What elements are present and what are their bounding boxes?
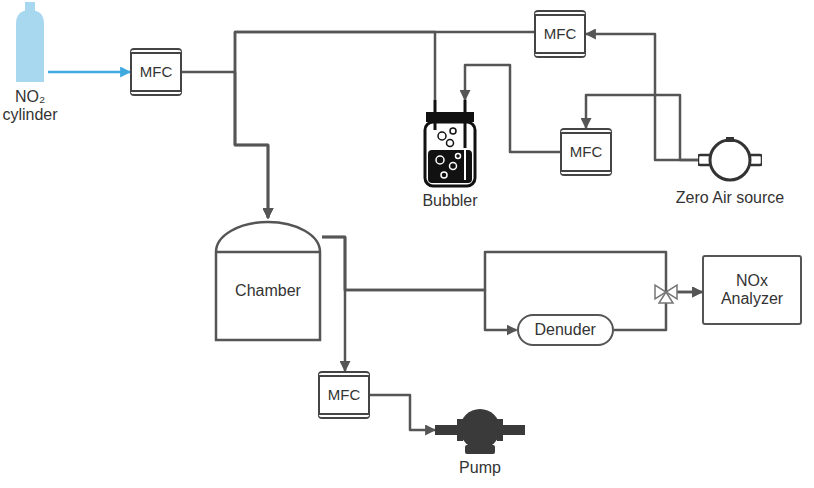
mass-flow-controller: MFC [560, 128, 612, 176]
reaction-chamber: Chamber [214, 218, 322, 342]
zero-air-source: Zero Air source [698, 135, 762, 185]
gas-line [322, 237, 702, 292]
node-label: MFC [570, 143, 603, 160]
node-label: Chamber [235, 282, 301, 300]
gas-line [235, 32, 435, 218]
gas-cylinder-icon [12, 2, 48, 84]
node-label: Denuder [535, 321, 596, 339]
pump-icon [435, 405, 525, 455]
node-label: MFC [328, 386, 361, 403]
gas-line [370, 395, 435, 430]
bubbler-icon [420, 100, 480, 188]
gas-cylinder: NO₂ cylinder [12, 2, 48, 84]
gas-line [465, 65, 560, 152]
mass-flow-controller: MFC [318, 371, 370, 419]
node-label: Zero Air source [676, 189, 784, 207]
pump: Pump [435, 405, 525, 455]
reaction-chamber-icon [214, 218, 322, 342]
analyzer-box: NOx Analyzer [702, 255, 802, 325]
node-label: Bubbler [422, 192, 477, 210]
node-label: NOx Analyzer [711, 272, 793, 309]
gas-line [322, 237, 345, 371]
zero-air-source-icon [698, 135, 762, 185]
gas-line [322, 237, 517, 330]
mass-flow-controller: MFC [534, 10, 586, 58]
gas-line [48, 71, 130, 74]
denuder-tube: Denuder [517, 314, 614, 346]
mass-flow-controller: MFC [130, 48, 182, 96]
gas-line [235, 32, 534, 218]
node-label: MFC [544, 25, 577, 42]
node-label: MFC [140, 63, 173, 80]
node-label: Pump [459, 459, 501, 477]
bubbler: Bubbler [420, 100, 480, 188]
three-way-valve [655, 285, 677, 303]
node-label: NO₂ cylinder [0, 88, 62, 125]
